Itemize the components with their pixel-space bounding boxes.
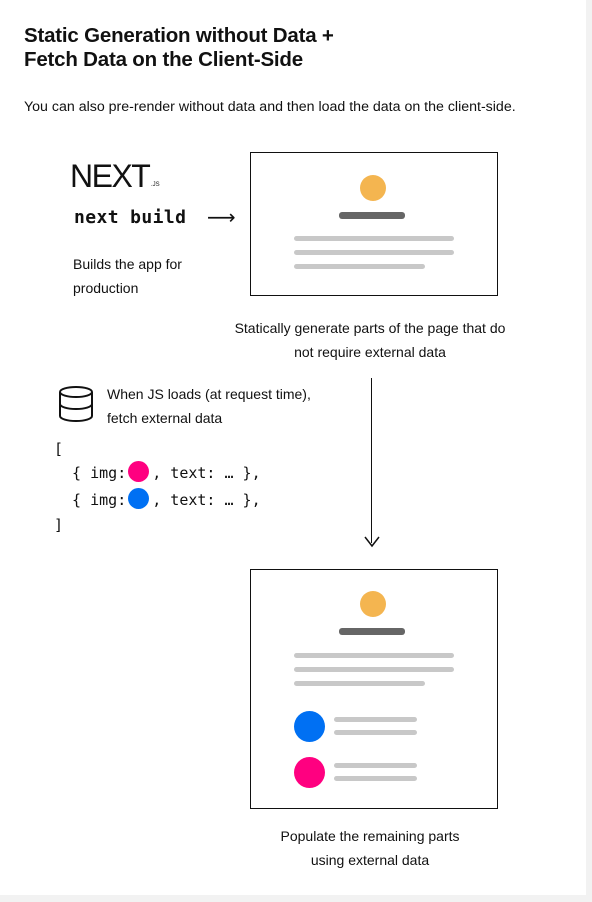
build-command: next build (74, 207, 187, 228)
js-fetch-note: When JS loads (at request time), fetch e… (107, 382, 347, 430)
text-bar (294, 653, 454, 658)
text-bar (294, 250, 454, 255)
build-note-line-2: production (73, 280, 139, 296)
code-row-1-prefix: { img: (54, 464, 127, 482)
title-line-2: Fetch Data on the Client-Side (24, 48, 303, 71)
text-bar (294, 264, 425, 269)
populate-note-line-2: using external data (310, 852, 430, 868)
static-note: Statically generate parts of the page th… (200, 316, 540, 364)
logo-wordmark: NEXT (70, 158, 150, 194)
js-note-line-1: When JS loads (at request time), (107, 386, 311, 402)
heading-bar (339, 628, 405, 635)
heading-bar (339, 212, 405, 219)
avatar-placeholder (360, 175, 386, 201)
avatar-placeholder (360, 591, 386, 617)
populate-note-line-1: Populate the remaining parts (280, 828, 460, 844)
data-bar (334, 717, 417, 722)
diagram-subtitle: You can also pre-render without data and… (24, 99, 516, 115)
build-note-line-1: Builds the app for (73, 256, 182, 272)
code-row-2: { img: , text: … }, (54, 488, 261, 512)
blue-image-dot (128, 488, 150, 509)
nextjs-logo: NEXT .JS (70, 155, 170, 200)
right-arrow-icon: ⟶ (207, 207, 236, 229)
code-row-2-prefix: { img: (54, 491, 127, 509)
down-arrow-icon (362, 534, 382, 555)
text-bar (294, 667, 454, 672)
blue-data-dot (294, 711, 325, 742)
static-note-line-2: not require external data (294, 344, 446, 360)
populated-page-wireframe (250, 569, 498, 809)
static-note-line-1: Statically generate parts of the page th… (234, 320, 506, 336)
static-page-wireframe (250, 152, 498, 296)
code-close: ] (54, 516, 64, 534)
nextjs-logo-svg: NEXT .JS (70, 158, 160, 194)
title-line-1: Static Generation without Data + (24, 24, 334, 47)
data-bar (334, 763, 417, 768)
code-row-1-suffix: , text: … }, (152, 464, 261, 482)
code-open: [ (54, 440, 64, 458)
text-bar (294, 236, 454, 241)
down-arrow-head (364, 536, 380, 548)
diagram-title: Static Generation without Data + Fetch D… (24, 24, 544, 72)
external-data-code: [ { img:, text: … }, { img:, text: … }, … (54, 437, 261, 581)
database-icon-svg (59, 386, 93, 422)
database-icon (56, 384, 96, 429)
data-bar (334, 730, 417, 735)
populate-note: Populate the remaining parts using exter… (200, 824, 540, 872)
pink-data-dot (294, 757, 325, 788)
text-bar (294, 681, 425, 686)
js-note-line-2: fetch external data (107, 410, 223, 426)
code-row-1: { img: , text: … }, (54, 461, 261, 485)
code-row-2-suffix: , text: … }, (152, 491, 261, 509)
pink-image-dot (128, 461, 150, 482)
down-arrow-line (371, 378, 373, 543)
logo-suffix: .JS (151, 182, 160, 188)
build-note: Builds the app for production (73, 252, 223, 300)
data-bar (334, 776, 417, 781)
